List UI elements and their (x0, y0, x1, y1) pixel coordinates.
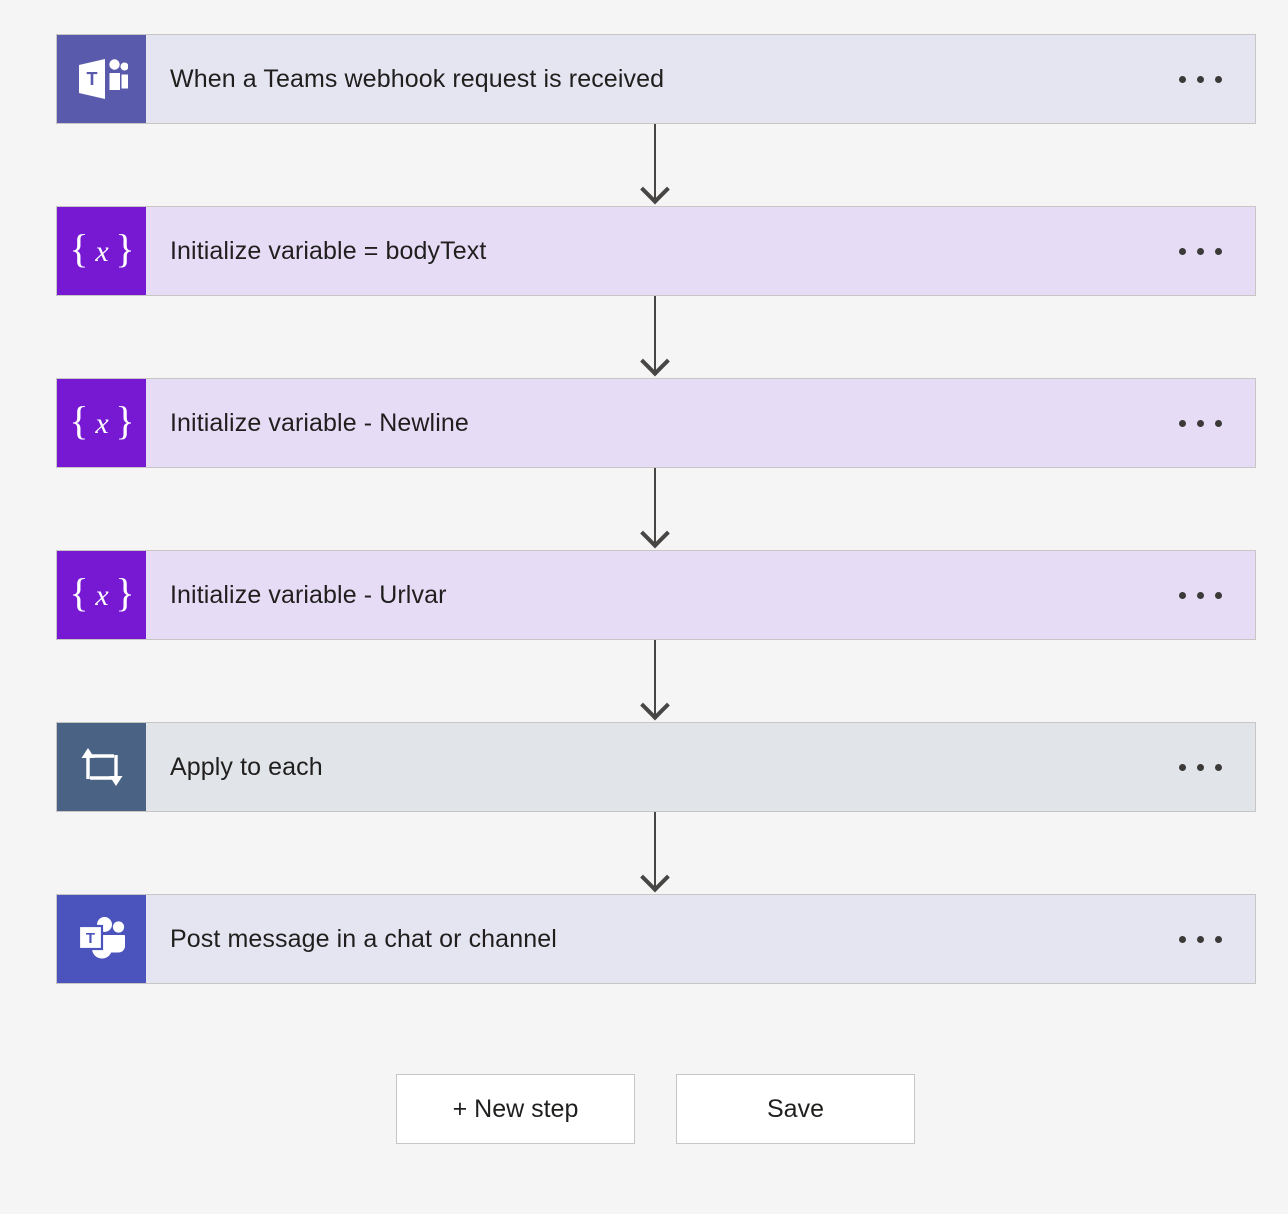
variable-braces-x-icon: { } x (57, 379, 146, 467)
flow-step-card-trigger[interactable]: T When a Teams webhook request is receiv… (56, 34, 1256, 124)
flow-step-label: Post message in a chat or channel (170, 924, 557, 953)
flow-step-label: When a Teams webhook request is received (170, 64, 665, 93)
flow-step-overflow-menu-button[interactable] (1145, 379, 1255, 467)
microsoft-teams-icon: T (57, 895, 146, 983)
connector-arrow-4 (654, 640, 656, 719)
dot (1178, 247, 1186, 255)
loop-repeat-icon (57, 723, 146, 811)
flow-step-label: Initialize variable - Newline (170, 408, 469, 437)
svg-text:x: x (94, 579, 109, 612)
flow-step-card-initialize-variable-urlvar[interactable]: { } x Initialize variable - Urlvar (56, 550, 1256, 640)
dot (1196, 75, 1204, 83)
flow-step-card-apply-to-each[interactable]: Apply to each (56, 722, 1256, 812)
svg-text:{: { (73, 228, 89, 271)
flow-step-overflow-menu-button[interactable] (1145, 35, 1255, 123)
new-step-button[interactable]: + New step (396, 1074, 635, 1144)
flow-step-card-initialize-variable-bodytext[interactable]: { x { } x Initialize variable = bodyText (56, 206, 1256, 296)
save-button[interactable]: Save (676, 1074, 915, 1144)
svg-text:}: } (115, 228, 131, 271)
svg-text:{: { (73, 400, 89, 443)
flow-step-overflow-menu-button[interactable] (1145, 551, 1255, 639)
svg-text:}: } (115, 400, 131, 443)
svg-text:x: x (94, 407, 109, 440)
dot (1214, 591, 1222, 599)
dot (1214, 419, 1222, 427)
connector-arrow-2 (654, 296, 656, 375)
flow-step-label: Initialize variable = bodyText (170, 236, 487, 265)
dot (1196, 763, 1204, 771)
connector-arrow-3 (654, 468, 656, 547)
svg-text:T: T (85, 930, 94, 947)
svg-text:x: x (94, 235, 109, 268)
flow-step-overflow-menu-button[interactable] (1145, 895, 1255, 983)
dot (1178, 935, 1186, 943)
flow-step-overflow-menu-button[interactable] (1145, 207, 1255, 295)
svg-text:T: T (86, 69, 97, 89)
flow-step-card-post-message[interactable]: T Post message in a chat or channel (56, 894, 1256, 984)
dot (1178, 75, 1186, 83)
dot (1178, 763, 1186, 771)
svg-text:}: } (115, 572, 131, 615)
dot (1214, 247, 1222, 255)
dot (1214, 935, 1222, 943)
flow-action-bar: + New step Save (396, 1074, 915, 1144)
svg-text:{: { (73, 572, 89, 615)
connector-arrow-5 (654, 812, 656, 891)
dot (1196, 935, 1204, 943)
flow-step-label: Initialize variable - Urlvar (170, 580, 447, 609)
dot (1196, 247, 1204, 255)
variable-braces-x-icon: { } x (57, 551, 146, 639)
flow-step-card-initialize-variable-newline[interactable]: { } x Initialize variable - Newline (56, 378, 1256, 468)
dot (1214, 75, 1222, 83)
flow-step-overflow-menu-button[interactable] (1145, 723, 1255, 811)
dot (1214, 763, 1222, 771)
dot (1178, 419, 1186, 427)
dot (1178, 591, 1186, 599)
variable-braces-x-icon: { x { } x (57, 207, 146, 295)
dot (1196, 591, 1204, 599)
microsoft-teams-classic-icon: T (57, 35, 146, 123)
flow-step-label: Apply to each (170, 752, 323, 781)
dot (1196, 419, 1204, 427)
connector-arrow-1 (654, 124, 656, 203)
